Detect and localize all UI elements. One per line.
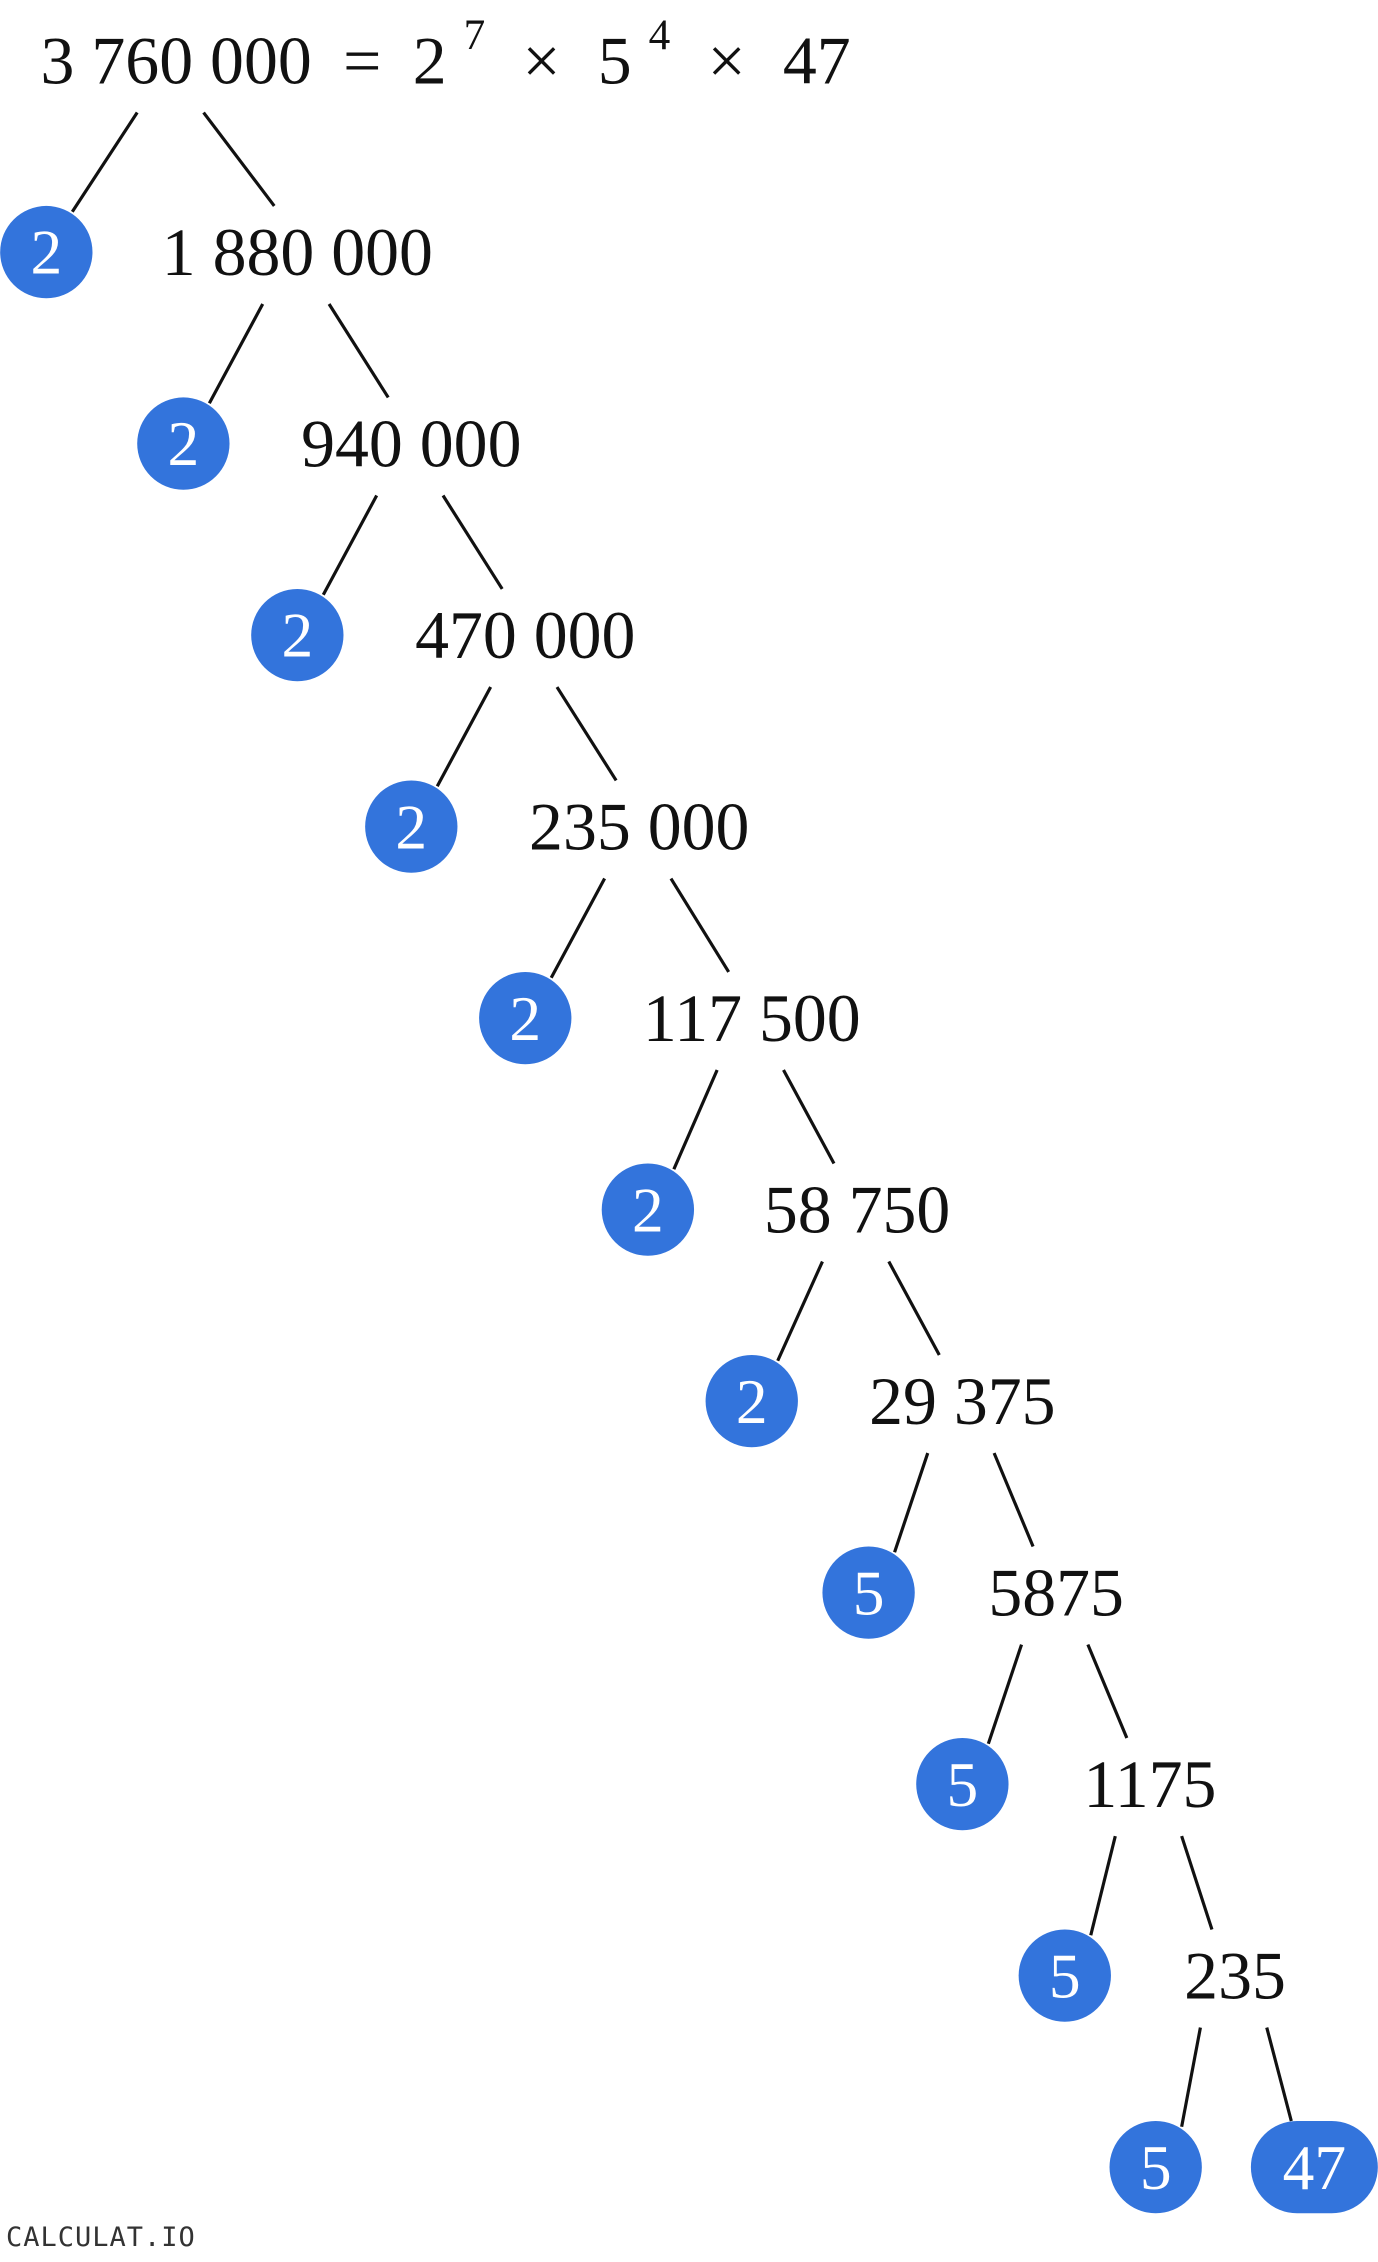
branch-line — [672, 1069, 719, 1170]
prime-factor-node — [479, 971, 572, 1065]
factor-exp-1: 7 — [464, 11, 486, 59]
title-equals: = — [343, 24, 381, 99]
prime-factor-node — [822, 1546, 915, 1639]
branch-line — [893, 1452, 930, 1553]
title-equation: 3 760 000 = 2 7 × 5 4 × 47 — [41, 0, 851, 99]
branch-line — [1089, 1835, 1117, 1936]
branch-line — [887, 1260, 941, 1356]
branch-line — [555, 686, 618, 782]
prime-factor-node — [705, 1354, 798, 1448]
times-1: × — [522, 24, 560, 99]
prime-factor-label: 5 — [1140, 2132, 1172, 2203]
prime-factor-label: 5 — [1049, 1940, 1081, 2011]
quotient-node: 470 000 — [415, 598, 635, 673]
branch-line — [321, 494, 379, 596]
calculat-logo: CALCULAT.IO — [6, 2222, 196, 2253]
prime-factor-label: 2 — [632, 1174, 664, 1245]
quotient-node: 117 500 — [643, 981, 861, 1056]
prime-factor-label: 5 — [947, 1749, 979, 1820]
branch-line — [1086, 1643, 1129, 1739]
prime-factor-label: 2 — [509, 983, 541, 1054]
branch-line — [207, 303, 265, 404]
prime-factor-label: 2 — [30, 217, 62, 288]
branch-line — [776, 1260, 824, 1362]
prime-factor-label: 5 — [853, 1557, 885, 1628]
quotient-node: 29 375 — [869, 1364, 1055, 1439]
quotient-node: 1175 — [1083, 1747, 1216, 1822]
branch-line — [1265, 2027, 1293, 2122]
prime-factor-node — [251, 588, 344, 682]
prime-factor-label: 47 — [1283, 2132, 1346, 2203]
branch-line — [549, 877, 607, 979]
title-number: 3 760 000 — [41, 24, 312, 99]
prime-factor-node — [0, 205, 93, 299]
branch-line — [327, 303, 390, 399]
prime-factor-label: 2 — [168, 408, 200, 479]
branch-line — [202, 111, 276, 207]
branch-line — [441, 494, 504, 590]
branch-line — [1180, 2027, 1202, 2128]
prime-factor-node — [1109, 2120, 1202, 2214]
prime-factor-node — [137, 397, 230, 490]
prime-factor-label: 2 — [281, 600, 313, 671]
prime-factor-node — [916, 1737, 1009, 1831]
times-2: × — [707, 24, 745, 99]
prime-factor-node — [365, 780, 458, 873]
branch-line — [992, 1452, 1035, 1548]
prime-factor-label: 2 — [395, 791, 427, 862]
prime-factor-label: 2 — [736, 1366, 768, 1437]
quotient-node: 940 000 — [301, 407, 521, 482]
quotient-node: 5875 — [988, 1556, 1124, 1631]
factor-exp-2: 4 — [649, 11, 671, 59]
quotient-node: 58 750 — [764, 1173, 950, 1248]
prime-factor-node — [1018, 1929, 1111, 2022]
prime-factor-node — [601, 1163, 695, 1256]
branch-line — [986, 1644, 1024, 1745]
quotient-node: 235 000 — [529, 790, 749, 865]
branch-line — [435, 686, 493, 787]
prime-factor-node — [1250, 2120, 1378, 2214]
quotient-node: 1 880 000 — [162, 215, 433, 290]
branch-line — [782, 1069, 836, 1165]
factor-base-3: 47 — [783, 24, 851, 99]
branch-line — [669, 877, 731, 973]
factor-base-2: 5 — [598, 24, 632, 99]
quotient-node: 235 — [1184, 1939, 1286, 2014]
branch-line — [1180, 1835, 1214, 1930]
branch-line — [70, 111, 139, 213]
factor-base-1: 2 — [413, 24, 447, 99]
